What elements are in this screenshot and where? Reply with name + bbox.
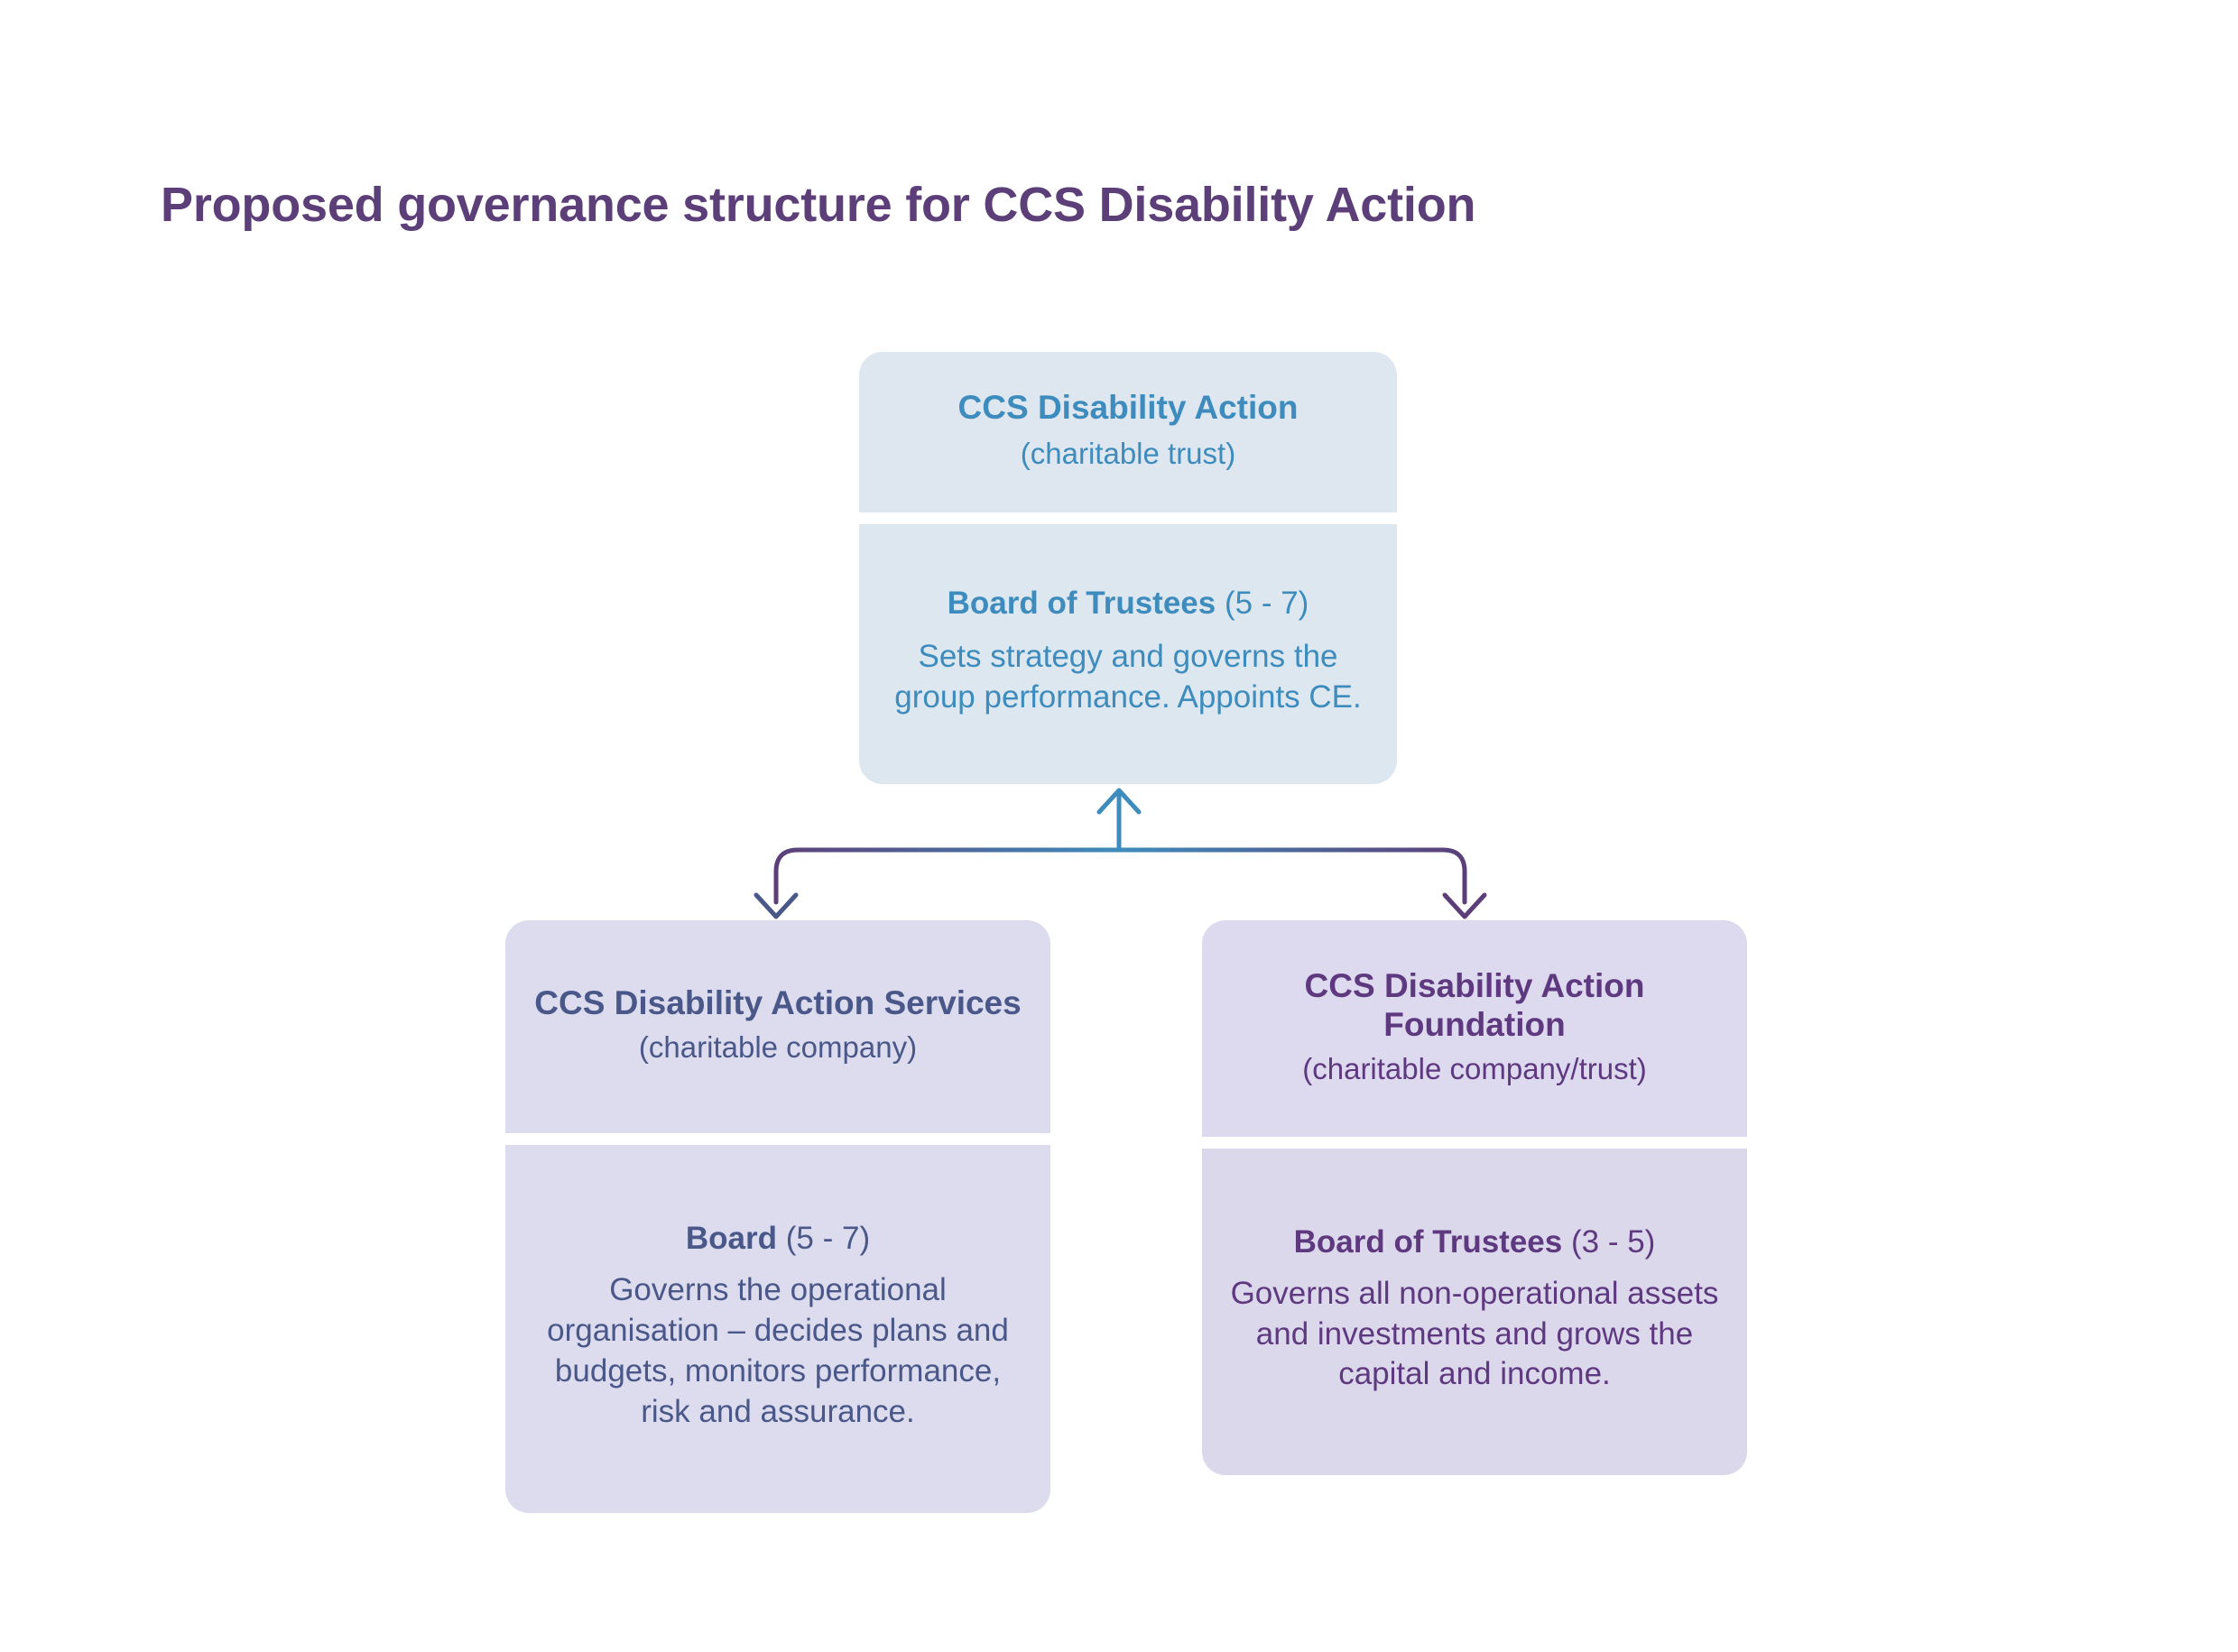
node-services-count: (5 - 7) [785, 1221, 871, 1257]
node-services-subtitle: (charitable company) [638, 1030, 918, 1065]
node-trust-subtitle: (charitable trust) [1020, 437, 1236, 471]
node-trust-divider [859, 512, 1397, 524]
node-trust-count: (5 - 7) [1224, 586, 1309, 622]
node-foundation-role: Board of Trustees [1293, 1223, 1563, 1260]
node-foundation-count: (3 - 5) [1570, 1223, 1656, 1260]
node-foundation-subtitle: (charitable company/trust) [1302, 1051, 1647, 1085]
node-trust-role-line: Board of Trustees (5 - 7) [948, 585, 1309, 623]
node-trust-body: Board of Trustees (5 - 7) Sets strategy … [859, 524, 1397, 784]
edge-up-to-trust [1096, 788, 1142, 853]
node-services-divider [505, 1133, 1050, 1145]
node-services-body: Board (5 - 7) Governs the operational or… [505, 1145, 1050, 1513]
node-trust-header: CCS Disability Action (charitable trust) [859, 352, 1397, 512]
page-title: Proposed governance structure for CCS Di… [161, 178, 1476, 232]
node-foundation-body: Board of Trustees (3 - 5) Governs all no… [1202, 1149, 1747, 1475]
node-foundation-title: CCS Disability Action Foundation [1304, 966, 1645, 1043]
node-services-role: Board [685, 1221, 778, 1257]
node-services-title: CCS Disability Action Services [534, 984, 1022, 1022]
node-trust-title: CCS Disability Action [957, 389, 1299, 427]
node-services-role-line: Board (5 - 7) [686, 1220, 870, 1258]
edge-left [754, 847, 1122, 919]
node-foundation-divider [1202, 1137, 1747, 1149]
node-foundation-header: CCS Disability Action Foundation (charit… [1202, 920, 1747, 1137]
node-services-header: CCS Disability Action Services (charitab… [505, 920, 1050, 1133]
node-foundation-role-line: Board of Trustees (3 - 5) [1294, 1223, 1656, 1261]
node-ccs-disability-action[interactable]: CCS Disability Action (charitable trust)… [859, 352, 1397, 784]
node-trust-description: Sets strategy and governs the group perf… [894, 639, 1362, 715]
node-ccs-disability-action-services[interactable]: CCS Disability Action Services (charitab… [505, 920, 1050, 1513]
node-foundation-description: Governs all non-operational assets and i… [1230, 1275, 1719, 1392]
node-ccs-disability-action-foundation[interactable]: CCS Disability Action Foundation (charit… [1202, 920, 1747, 1475]
edge-right [1116, 847, 1487, 919]
node-trust-role: Board of Trustees [947, 586, 1216, 622]
node-services-description: Governs the operational organisation – d… [547, 1272, 1009, 1429]
